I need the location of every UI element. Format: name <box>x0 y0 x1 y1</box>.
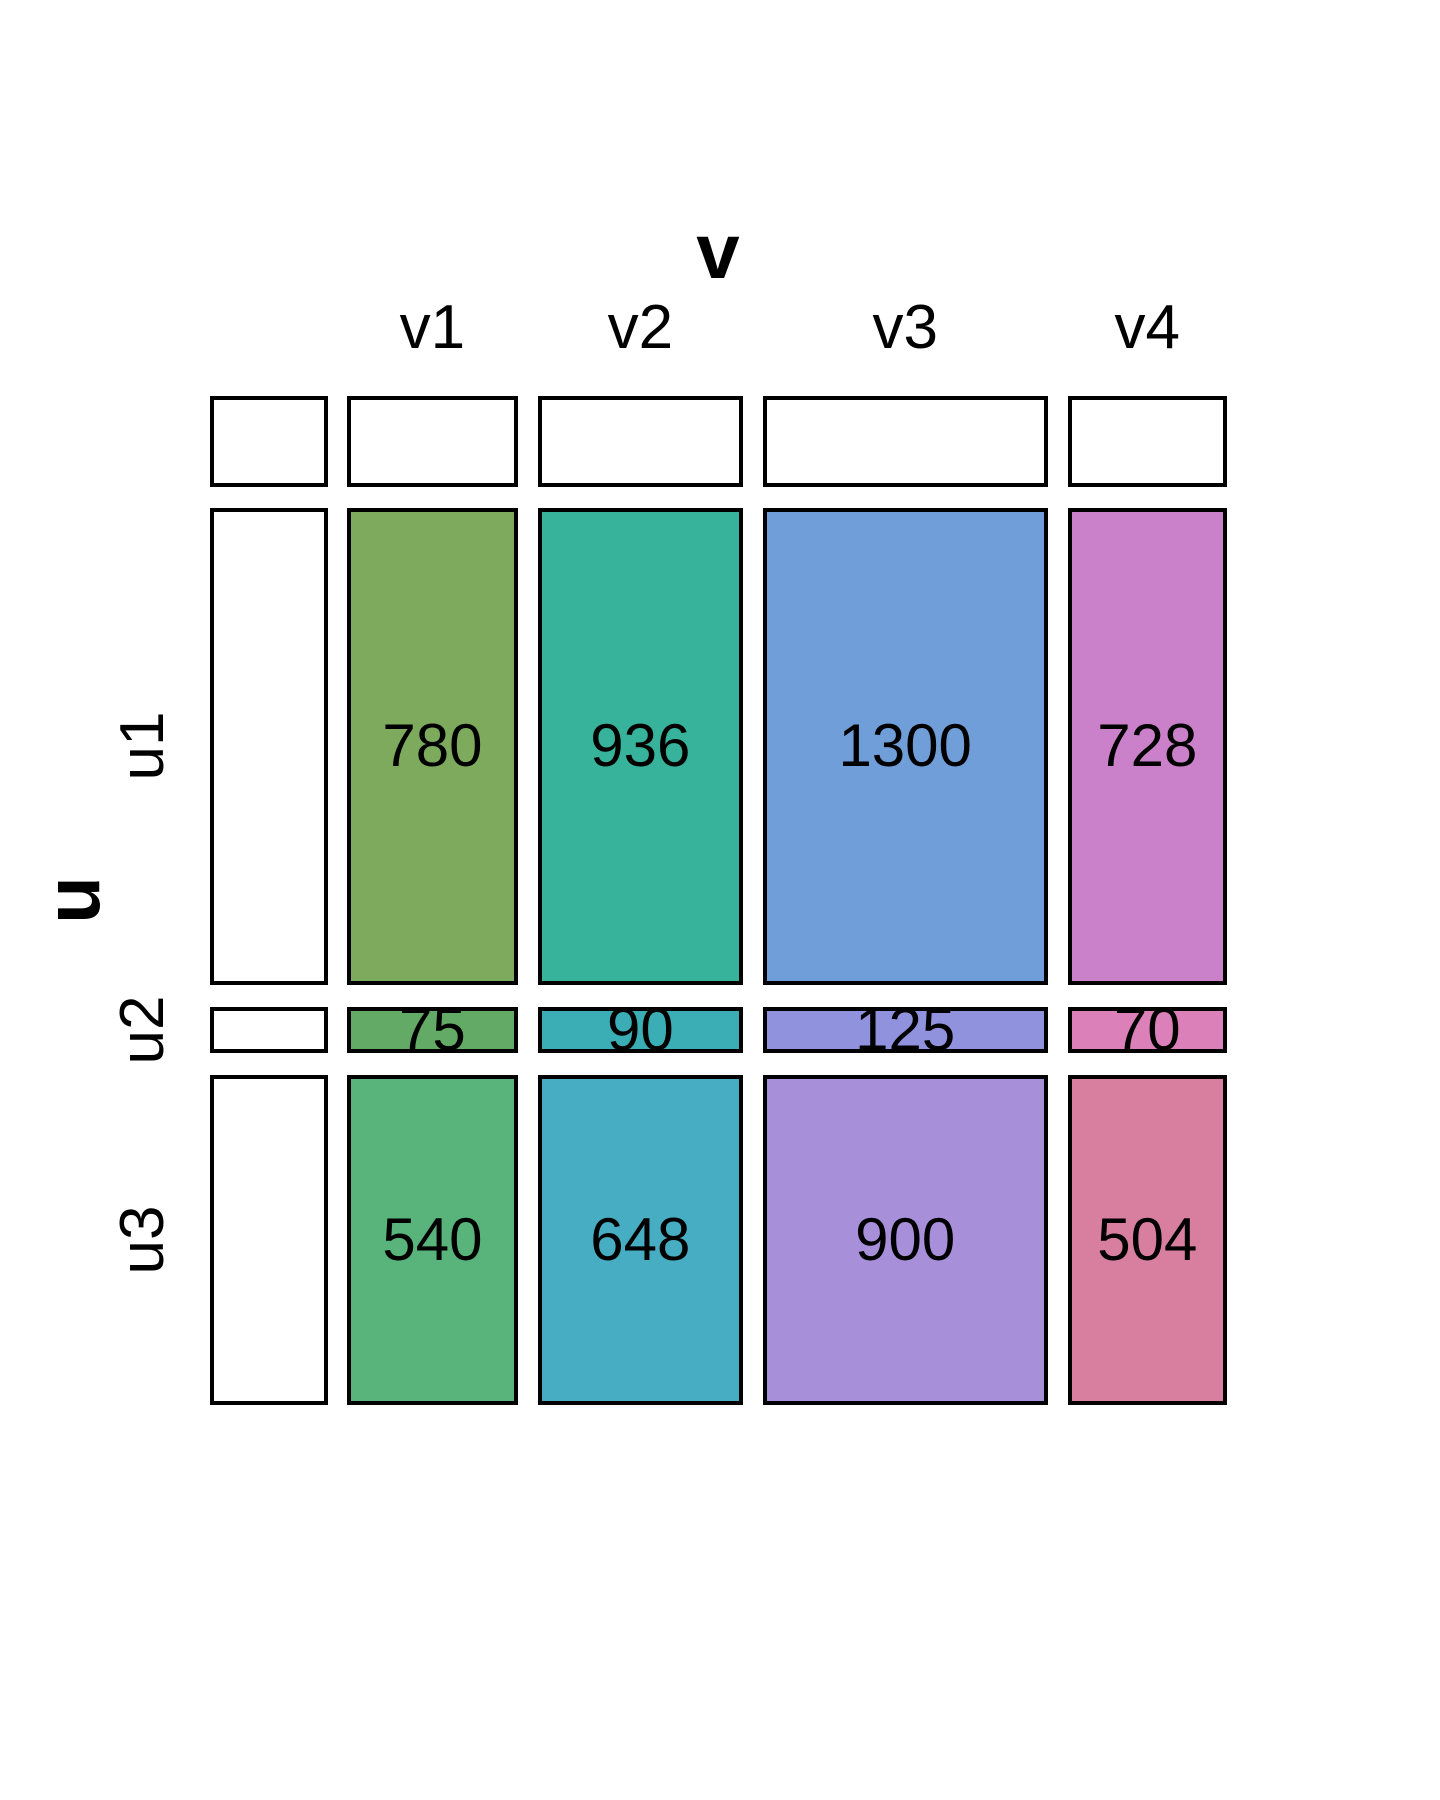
mosaic-cell-u3-v1: 540 <box>347 1074 518 1405</box>
cell-value: 504 <box>1097 1205 1198 1273</box>
mosaic-cell-u1-v4: 728 <box>1067 508 1227 985</box>
cell-value: 780 <box>382 712 483 780</box>
header-box-v1 <box>347 396 518 487</box>
mosaic-cell-u3-v2: 648 <box>537 1074 743 1405</box>
mosaic-cell-u1-v1: 780 <box>347 508 518 985</box>
mosaic-cell-u1-v3: 1300 <box>762 508 1048 985</box>
mosaic-cell-u3-v3: 900 <box>762 1074 1048 1405</box>
header-spacer-box <box>210 396 328 487</box>
cell-value: 90 <box>606 995 674 1063</box>
col-label-v4: v4 <box>1114 293 1181 362</box>
row-label-u1: u1 <box>108 711 177 781</box>
col-label-v3: v3 <box>872 293 938 362</box>
row-spacer-box-u3 <box>210 1074 328 1405</box>
mosaic-cell-u1-v2: 936 <box>537 508 743 985</box>
row-label-u2: u2 <box>108 995 177 1065</box>
col-label-v2: v2 <box>607 293 674 362</box>
cell-value: 75 <box>399 995 466 1063</box>
mosaic-cell-u2-v2: 90 <box>537 999 743 1059</box>
cell-value: 70 <box>1113 995 1181 1063</box>
cell-value: 540 <box>382 1205 483 1273</box>
row-spacer-box-u2 <box>210 1006 328 1053</box>
header-box-v3 <box>762 396 1048 487</box>
mosaic-cell-u2-v3: 125 <box>762 999 1048 1059</box>
col-label-v1: v1 <box>399 293 466 362</box>
cell-value: 900 <box>855 1205 956 1273</box>
cell-value: 728 <box>1097 712 1198 780</box>
cell-value: 1300 <box>838 712 972 780</box>
mosaic-cell-u3-v4: 504 <box>1067 1074 1227 1405</box>
cell-value: 648 <box>590 1205 691 1273</box>
column-variable-title: v <box>696 207 740 295</box>
header-box-v2 <box>537 396 743 487</box>
row-label-u3: u3 <box>108 1205 177 1275</box>
row-spacer-box-u1 <box>210 508 328 985</box>
cell-value: 936 <box>590 712 691 780</box>
mosaic-cell-u2-v1: 75 <box>347 999 518 1059</box>
row-variable-title: u <box>28 876 116 924</box>
cell-value: 125 <box>855 995 956 1063</box>
mosaic-cell-u2-v4: 70 <box>1067 999 1227 1059</box>
header-box-v4 <box>1067 396 1227 487</box>
